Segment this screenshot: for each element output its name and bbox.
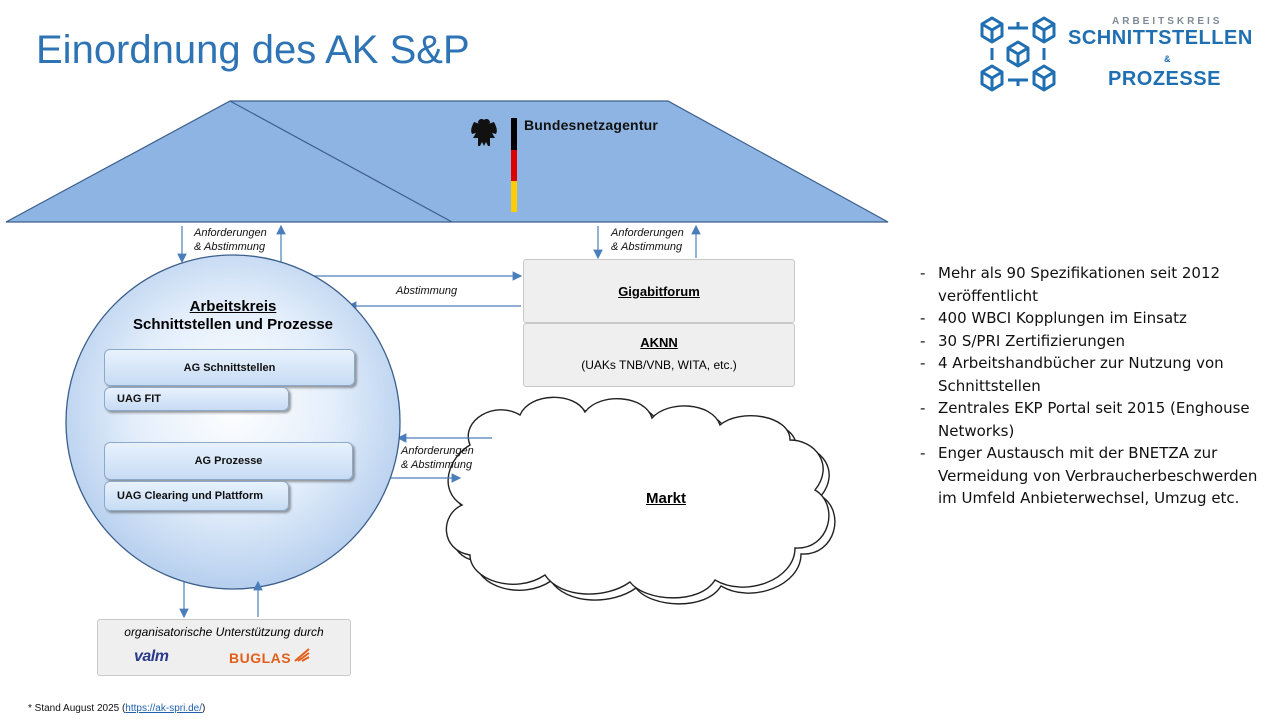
label-roof-gigabit: Anforderungen& Abstimmung (611, 227, 684, 253)
support-box: organisatorische Unterstützung durch val… (97, 619, 351, 676)
bullet-item: -Enger Austausch mit der BNETZA zur Verm… (920, 444, 1258, 507)
flag-black (511, 118, 517, 150)
label-market-ak: Anforderungen& Abstimmung (401, 445, 474, 471)
uag-clearing: UAG Clearing und Plattform (104, 481, 289, 511)
footnote-link[interactable]: https://ak-spri.de/ (125, 703, 202, 714)
ag-schnittstellen: AG Schnittstellen (104, 349, 355, 386)
bullet-item: -4 Arbeitshandbücher zur Nutzung von Sch… (920, 354, 1224, 395)
label-roof-ak: Anforderungen& Abstimmung (194, 227, 267, 253)
roof-diagonal (229, 100, 453, 223)
cube-network-icon (980, 16, 1056, 92)
aknn-sub: (UAKs TNB/VNB, WITA, etc.) (581, 358, 737, 372)
market-label: Markt (646, 490, 687, 507)
page-title: Einordnung des AK S&P (36, 28, 470, 72)
market-cloud-front (445, 396, 830, 599)
flag-gold (511, 181, 517, 212)
aknn-label: AKNN (640, 335, 678, 350)
ak-logo (978, 14, 1058, 94)
aknn-box: AKNN (UAKs TNB/VNB, WITA, etc.) (523, 323, 795, 387)
buglas-logo: BUGLAS (229, 650, 292, 666)
bullet-item: -Mehr als 90 Spezifikationen seit 2012 v… (920, 264, 1221, 305)
bullet-item: -30 S/PRI Zertifizierungen (920, 331, 1125, 350)
logo-line3: PROZESSE (1108, 68, 1221, 90)
eagle-emblem-icon (471, 119, 497, 146)
logo-amp: & (1164, 54, 1171, 64)
label-abstimmung: Abstimmung (396, 285, 458, 297)
ag-prozesse: AG Prozesse (104, 442, 353, 480)
gigabitforum-box: Gigabitforum (523, 259, 795, 323)
gigabitforum-label: Gigabitforum (618, 283, 700, 299)
ak-title: Arbeitskreis Schnittstellen und Prozesse (132, 298, 334, 333)
roof-shape (5, 100, 889, 223)
logo-line1: ARBEITSKREIS (1112, 16, 1223, 27)
authority-name: Bundesnetzagentur (524, 117, 659, 133)
uag-fit: UAG FIT (104, 387, 289, 411)
flag-red (511, 150, 517, 181)
bullet-list: -Mehr als 90 Spezifikationen seit 2012 v… (920, 262, 1260, 510)
buglas-flame-icon (294, 648, 310, 662)
logo-line2: SCHNITTSTELLEN (1068, 27, 1253, 49)
support-label: organisatorische Unterstützung durch (124, 625, 324, 639)
valm-logo: valm (134, 648, 169, 665)
bullet-item: -Zentrales EKP Portal seit 2015 (Enghous… (920, 399, 1250, 440)
bullet-item: -400 WBCI Kopplungen im Einsatz (920, 309, 1187, 327)
footnote: * Stand August 2025 (https://ak-spri.de/… (28, 703, 206, 714)
